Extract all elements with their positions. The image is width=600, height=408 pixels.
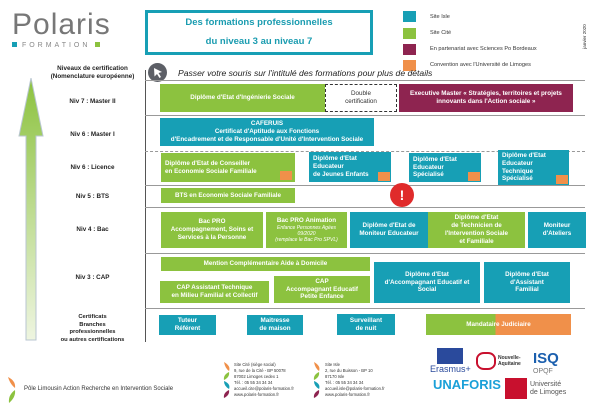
page-title: Des formations professionnelles du nivea… — [145, 10, 373, 55]
level-label: Niv 6 : Licence — [70, 164, 115, 171]
level-arrow-icon — [18, 78, 44, 341]
formation-deaes[interactable]: Diplôme d'Etat d'Accompagnant Educatif e… — [374, 262, 480, 303]
alert-icon[interactable]: ! — [390, 183, 414, 207]
level-label: Niv 3 : CAP — [75, 274, 110, 281]
levels-header: Niveaux de certification (Nomenclature e… — [50, 65, 135, 81]
limoges-marker — [468, 172, 480, 181]
level-label: Niv 7 : Master II — [69, 98, 116, 105]
cursor-icon — [148, 63, 167, 82]
legend-swatch-isle — [403, 11, 416, 22]
formation-moniteur-ateliers[interactable]: Moniteur d'Ateliers — [528, 212, 586, 248]
legend-label: Convention avec l'Université de Limoges — [430, 62, 531, 68]
legend-label: Site Isle — [430, 14, 450, 20]
level-label: Niv 5 : BTS — [75, 193, 110, 200]
row-divider — [145, 253, 585, 254]
formation-surveillant-nuit[interactable]: Surveillant de nuit — [337, 314, 395, 335]
unaforis-logo: UNAFORIS — [433, 377, 501, 392]
row-divider — [145, 115, 585, 116]
polaris-logo: Polaris FORMATION — [12, 8, 111, 49]
formation-cap-aepe[interactable]: CAP Accompagnant Educatif Petite Enfance — [274, 276, 370, 303]
formation-decesf[interactable]: Diplôme d'Etat de Conseiller en Economie… — [161, 153, 295, 182]
limoges-marker — [280, 171, 292, 180]
row-divider — [145, 80, 585, 81]
address-site-cite: Site Cité (siège social) 9, rue de la Ci… — [234, 362, 294, 398]
plaris-logo-icon — [8, 377, 16, 403]
level-label: Niv 4 : Bac — [76, 226, 109, 233]
formation-cap-atmfc[interactable]: CAP Assistant Technique en Milieu Famili… — [160, 281, 269, 303]
formation-bac-pro-animation[interactable]: Bac PRO Animation Enfance Personnes Agée… — [266, 212, 347, 248]
formation-maitresse-maison[interactable]: Maitresse de maison — [247, 315, 303, 335]
row-divider — [145, 207, 585, 208]
formation-bac-pro-assp[interactable]: Bac PRO Accompagnement, Soins et Service… — [161, 212, 263, 248]
legend-label: Site Cité — [430, 30, 452, 36]
date-label: janvier 2020 — [581, 24, 587, 49]
formation-executive-master[interactable]: Executive Master « Stratégies, territoir… — [399, 84, 573, 112]
formation-mandataire-judiciaire[interactable]: Mandataire Judiciaire — [426, 314, 571, 335]
formation-deaf[interactable]: Diplôme d'Etat d'Assistant Familial — [484, 262, 570, 303]
erasmus-logo: Erasmus+ — [430, 348, 471, 374]
hover-hint: Passer votre souris sur l'intitulé des f… — [178, 68, 433, 78]
nouvelle-aquitaine-logo: Nouvelle-Aquitaine — [476, 352, 526, 370]
level-label: Niv 6 : Master I — [70, 131, 115, 138]
legend-swatch-sciencespo — [403, 44, 416, 55]
column-divider — [145, 70, 146, 342]
formation-mc-aide-domicile[interactable]: Mention Complémentaire Aide à Domicile — [161, 257, 370, 271]
formation-deme[interactable]: Diplôme d'Etat de Moniteur Educateur — [350, 212, 428, 248]
formation-deis[interactable]: Diplôme d'Etat d'Ingénierie Sociale — [160, 84, 325, 112]
double-certification: Double certification — [325, 84, 397, 112]
level-label: Certificats Branches professionnelles ou… — [60, 314, 125, 343]
formation-deeje[interactable]: Diplôme d'Etat Educateur de Jeunes Enfan… — [309, 152, 391, 182]
polaris-leaves-icon — [223, 362, 230, 398]
legend-swatch-cite — [403, 28, 416, 39]
polaris-leaves-icon — [313, 362, 320, 398]
limoges-marker — [556, 175, 568, 184]
row-divider — [145, 151, 585, 152]
legend-swatch-limoges — [403, 60, 416, 71]
limoges-marker — [378, 172, 390, 181]
formation-caferuis[interactable]: CAFERUIS Certificat d'Aptitude aux Fonct… — [160, 118, 374, 146]
legend-label: En partenariat avec Sciences Po Bordeaux — [430, 46, 537, 52]
row-divider — [145, 185, 585, 186]
plaris-name: Pôle Limousin Action Recherche en Interv… — [24, 386, 174, 392]
universite-limoges-logo: Université de Limoges — [505, 378, 566, 399]
row-divider — [145, 308, 585, 309]
isq-opqf-logo: ISQ OPQF — [533, 350, 559, 375]
formation-tuteur-referent[interactable]: Tuteur Référent — [159, 315, 216, 335]
formation-detisf[interactable]: Diplôme d'Etat de Technicien de l'Interv… — [428, 212, 525, 248]
address-site-isle: Site Isle 2, rue du Buisson - BP 10 8717… — [325, 362, 385, 398]
formation-bts-esf[interactable]: BTS en Economie Sociale Familiale — [161, 188, 295, 203]
